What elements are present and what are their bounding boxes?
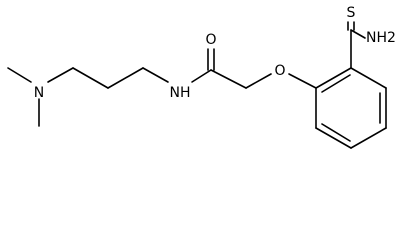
bond-thioamide-c-nh2 xyxy=(350,29,366,39)
bond-ring-inner-1-2 xyxy=(321,74,351,93)
bond-ring-2-3 xyxy=(350,67,387,89)
bond-ring-5-6 xyxy=(315,127,352,149)
bond-ring-4-5 xyxy=(350,127,387,149)
atom-label-ether-oxygen: O xyxy=(274,63,285,79)
bond-ring-1-2 xyxy=(315,67,352,89)
bond-carbonyl-c-ch2 xyxy=(210,69,247,89)
bond-ether-o-ring xyxy=(288,73,317,89)
bond-nh-carbonyl-c xyxy=(191,69,212,83)
atom-label-carbonyl-oxygen: O xyxy=(205,32,216,48)
bond-n-propyl-c1 xyxy=(47,67,74,83)
bond-ring-inner-5-6 xyxy=(321,123,351,142)
bond-propyl-c3-nh xyxy=(142,67,169,83)
atom-label-thioamide-sulfur: S xyxy=(347,5,356,21)
atom-label-amide-nh: NH xyxy=(170,85,191,101)
bond-propyl-c1-c2 xyxy=(72,67,109,89)
atom-label-layer: N NH O O S NH2 xyxy=(34,5,396,101)
bond-propyl-c2-c3 xyxy=(107,67,144,89)
bond-ch2-ether-o xyxy=(245,73,272,89)
bond-methyl-upper-n xyxy=(7,67,32,83)
atom-label-thioamide-amine: NH2 xyxy=(366,30,396,46)
chemical-structure-diagram: N NH O O S NH2 xyxy=(7,5,396,149)
bond-layer xyxy=(7,21,387,149)
structure-canvas: N NH O O S NH2 xyxy=(7,5,396,149)
atom-label-dimethylamino-nitrogen: N xyxy=(34,85,44,101)
